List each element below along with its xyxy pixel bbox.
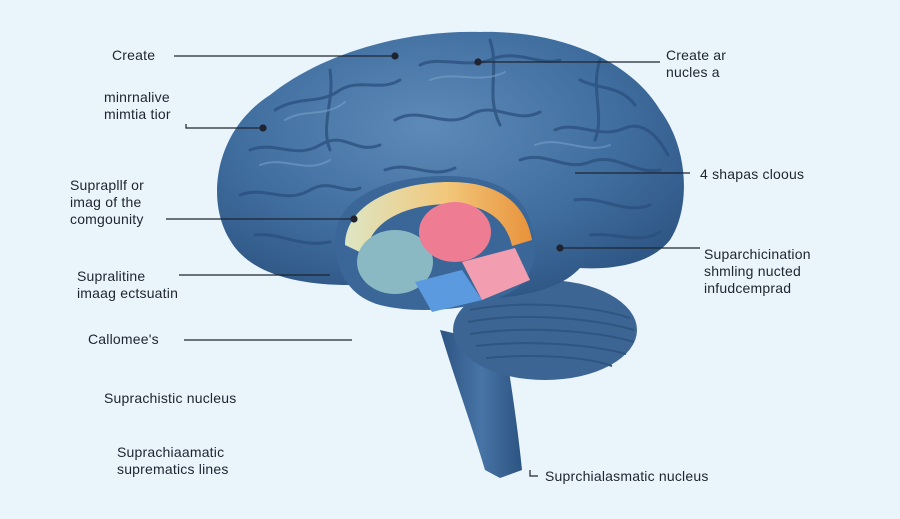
label-suprachiaamatic: Suprachiaamatic suprematics lines — [117, 444, 229, 477]
label-create-right: Create ar nucles a — [666, 47, 727, 80]
label-suprchialasmatic-nucleus: Suprchialasmatic nucleus — [545, 468, 709, 484]
cerebellum — [453, 280, 637, 380]
blue-block — [415, 270, 482, 312]
pink-nucleus — [419, 202, 491, 262]
pink-block — [462, 248, 530, 300]
thalamus — [357, 230, 433, 294]
label-suprachistic-nucleus: Suprachistic nucleus — [104, 390, 237, 406]
corpus-callosum — [345, 182, 532, 255]
label-callomees: Callomee's — [88, 331, 159, 347]
label-supralitine: Supralitine imaag ectsuatin — [77, 268, 179, 301]
label-minrnalive: minrnalive mimtia tior — [104, 89, 171, 122]
label-suparchicination: Suparchicination shmling nucted infudcem… — [704, 246, 811, 296]
brain-folds — [238, 38, 670, 245]
label-create-left: Create — [112, 47, 156, 63]
cerebrum — [217, 31, 684, 302]
pointer-lines — [166, 52, 700, 477]
label-suprapllf: Suprapllf or imag of the comgounity — [70, 177, 144, 227]
label-4-shapas: 4 shapas cloous — [700, 166, 805, 182]
